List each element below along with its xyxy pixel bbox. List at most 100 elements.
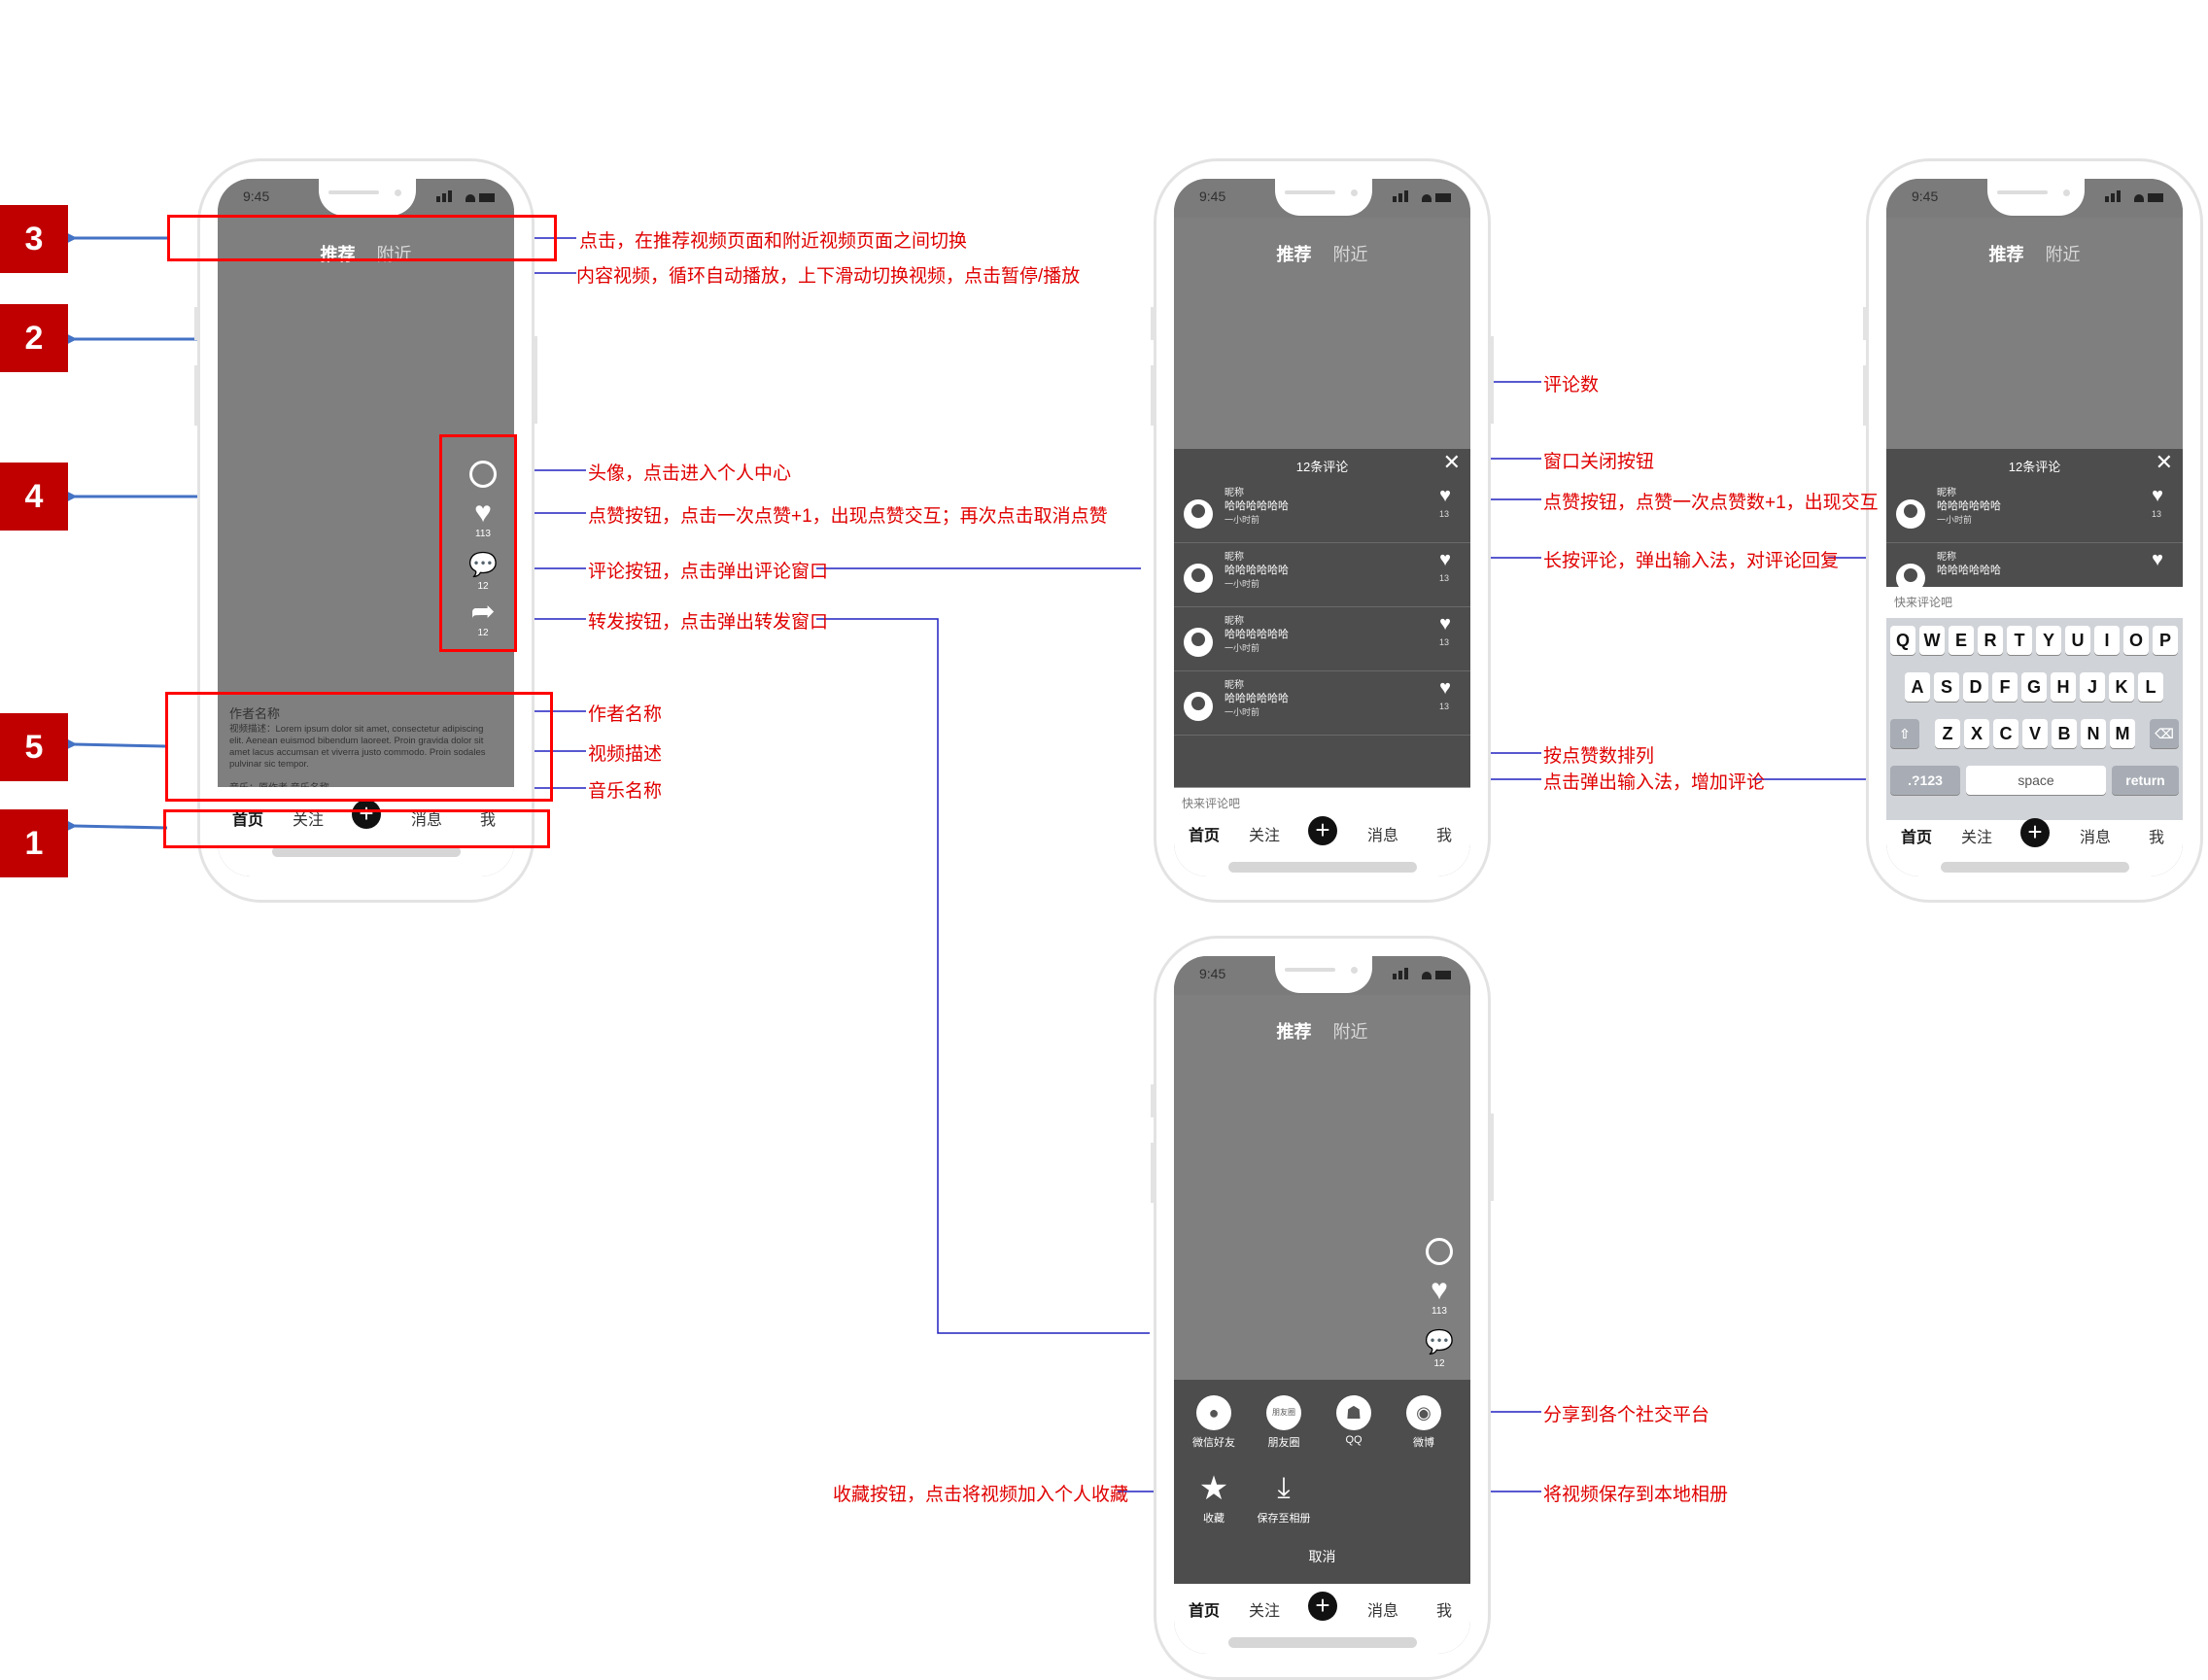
- tab-me[interactable]: 我: [1436, 828, 1453, 844]
- key-k[interactable]: K: [2109, 672, 2134, 702]
- close-icon[interactable]: ✕: [1442, 450, 1461, 474]
- tab-messages[interactable]: 消息: [411, 812, 443, 829]
- avatar-icon[interactable]: [1184, 692, 1213, 721]
- tab-follow[interactable]: 关注: [293, 812, 325, 829]
- key-f[interactable]: F: [1992, 672, 2018, 702]
- tab-home[interactable]: 首页: [1189, 1603, 1221, 1620]
- add-video-button[interactable]: +: [1308, 1592, 1337, 1621]
- heart-icon: ♥: [1431, 1274, 1448, 1306]
- return-key[interactable]: return: [2112, 766, 2179, 795]
- key-y[interactable]: Y: [2036, 626, 2061, 655]
- avatar-icon[interactable]: [1184, 628, 1213, 657]
- tab-me[interactable]: 我: [1436, 1603, 1453, 1620]
- heart-icon[interactable]: ♥: [1439, 485, 1451, 506]
- key-g[interactable]: G: [2021, 672, 2047, 702]
- key-u[interactable]: U: [2065, 626, 2090, 655]
- tab-recommend[interactable]: 推荐: [1988, 245, 2024, 264]
- key-p[interactable]: P: [2153, 626, 2178, 655]
- key-w[interactable]: W: [1919, 626, 1945, 655]
- comment-time: 一小时前: [1937, 515, 1973, 525]
- tab-recommend[interactable]: 推荐: [1276, 245, 1312, 264]
- key-n[interactable]: N: [2081, 719, 2106, 748]
- annotation-description: 视频描述: [588, 744, 663, 765]
- tab-home[interactable]: 首页: [232, 812, 264, 829]
- favorite-button[interactable]: ★收藏: [1180, 1471, 1248, 1526]
- comment-row[interactable]: 昵称 哈哈哈哈哈哈 一小时前 ♥ 13: [1886, 478, 2183, 543]
- key-s[interactable]: S: [1934, 672, 1959, 702]
- space-key[interactable]: space: [1966, 766, 2106, 795]
- share-wechat[interactable]: ●微信好友: [1180, 1395, 1248, 1450]
- tab-nearby[interactable]: 附近: [2045, 245, 2081, 264]
- key-l[interactable]: L: [2138, 672, 2163, 702]
- key-t[interactable]: T: [2007, 626, 2032, 655]
- key-x[interactable]: X: [1964, 719, 1989, 748]
- share-label: QQ: [1345, 1434, 1363, 1446]
- comment-input[interactable]: 快来评论吧: [1886, 587, 2183, 618]
- heart-icon[interactable]: ♥: [1439, 549, 1451, 570]
- key-z[interactable]: Z: [1935, 719, 1960, 748]
- key-d[interactable]: D: [1963, 672, 1988, 702]
- comment-button[interactable]: 💬12: [1420, 1327, 1459, 1369]
- key-v[interactable]: V: [2022, 719, 2048, 748]
- share-weibo[interactable]: ◉微博: [1390, 1395, 1458, 1450]
- key-j[interactable]: J: [2080, 672, 2105, 702]
- comment-button[interactable]: 💬12: [464, 550, 502, 592]
- tab-messages[interactable]: 消息: [2080, 830, 2112, 846]
- comment-row[interactable]: 昵称 哈哈哈哈哈哈 一小时前 ♥ 13: [1174, 542, 1470, 607]
- numbers-key[interactable]: .?123: [1890, 766, 1960, 795]
- key-r[interactable]: R: [1978, 626, 2003, 655]
- avatar-icon[interactable]: [1184, 499, 1213, 529]
- key-h[interactable]: H: [2051, 672, 2076, 702]
- comment-input[interactable]: 快来评论吧: [1174, 787, 1470, 819]
- tab-recommend[interactable]: 推荐: [1276, 1022, 1312, 1042]
- share-moments[interactable]: 朋友圈朋友圈: [1250, 1395, 1318, 1450]
- heart-icon[interactable]: ♥: [1439, 613, 1451, 634]
- heart-icon[interactable]: ♥: [2152, 485, 2163, 506]
- tab-nearby[interactable]: 附近: [1332, 245, 1368, 264]
- share-qq[interactable]: ☗QQ: [1320, 1395, 1388, 1446]
- tab-follow[interactable]: 关注: [1961, 830, 1993, 846]
- avatar-icon[interactable]: [1184, 564, 1213, 593]
- tab-me[interactable]: 我: [2149, 830, 2165, 846]
- like-button[interactable]: ♥113: [464, 497, 502, 540]
- annotation-content-video: 内容视频，循环自动播放，上下滑动切换视频，点击暂停/播放: [576, 266, 1081, 287]
- avatar-icon[interactable]: [1896, 499, 1925, 529]
- key-o[interactable]: O: [2123, 626, 2149, 655]
- tab-nearby[interactable]: 附近: [1332, 1022, 1368, 1042]
- key-q[interactable]: Q: [1890, 626, 1915, 655]
- heart-icon[interactable]: ♥: [1439, 677, 1451, 699]
- cancel-button[interactable]: 取消: [1308, 1549, 1336, 1564]
- comment-row[interactable]: 昵称 哈哈哈哈哈哈 一小时前 ♥ 13: [1174, 606, 1470, 671]
- key-e[interactable]: E: [1949, 626, 1974, 655]
- tab-me[interactable]: 我: [480, 812, 497, 829]
- delete-key[interactable]: ⌫: [2150, 719, 2179, 748]
- share-button[interactable]: ➦12: [464, 597, 502, 639]
- avatar-button[interactable]: [464, 461, 502, 488]
- key-a[interactable]: A: [1905, 672, 1930, 702]
- avatar-button[interactable]: [1420, 1238, 1459, 1265]
- add-video-button[interactable]: +: [1308, 816, 1337, 845]
- key-i[interactable]: I: [2094, 626, 2120, 655]
- author-name[interactable]: 作者名称: [229, 706, 281, 721]
- annotation-close-window: 窗口关闭按钮: [1543, 452, 1655, 472]
- shift-key[interactable]: ⇧: [1890, 719, 1919, 748]
- close-icon[interactable]: ✕: [2155, 450, 2173, 474]
- add-video-button[interactable]: +: [352, 800, 381, 829]
- tab-messages[interactable]: 消息: [1367, 828, 1399, 844]
- heart-icon[interactable]: ♥: [2152, 549, 2163, 570]
- key-b[interactable]: B: [2052, 719, 2077, 748]
- tab-home[interactable]: 首页: [1189, 828, 1221, 844]
- key-c[interactable]: C: [1993, 719, 2018, 748]
- home-indicator: [1227, 862, 1417, 873]
- annotation-switch-tabs: 点击，在推荐视频页面和附近视频页面之间切换: [579, 231, 968, 252]
- tab-home[interactable]: 首页: [1901, 830, 1933, 846]
- add-video-button[interactable]: +: [2020, 818, 2050, 847]
- key-m[interactable]: M: [2110, 719, 2135, 748]
- tab-messages[interactable]: 消息: [1367, 1603, 1399, 1620]
- comment-row[interactable]: 昵称 哈哈哈哈哈哈 一小时前 ♥ 13: [1174, 670, 1470, 736]
- comment-row[interactable]: 昵称 哈哈哈哈哈哈 一小时前 ♥ 13: [1174, 478, 1470, 543]
- save-album-button[interactable]: ⤓保存至相册: [1250, 1471, 1318, 1526]
- tab-follow[interactable]: 关注: [1249, 828, 1281, 844]
- tab-follow[interactable]: 关注: [1249, 1603, 1281, 1620]
- like-button[interactable]: ♥113: [1420, 1274, 1459, 1318]
